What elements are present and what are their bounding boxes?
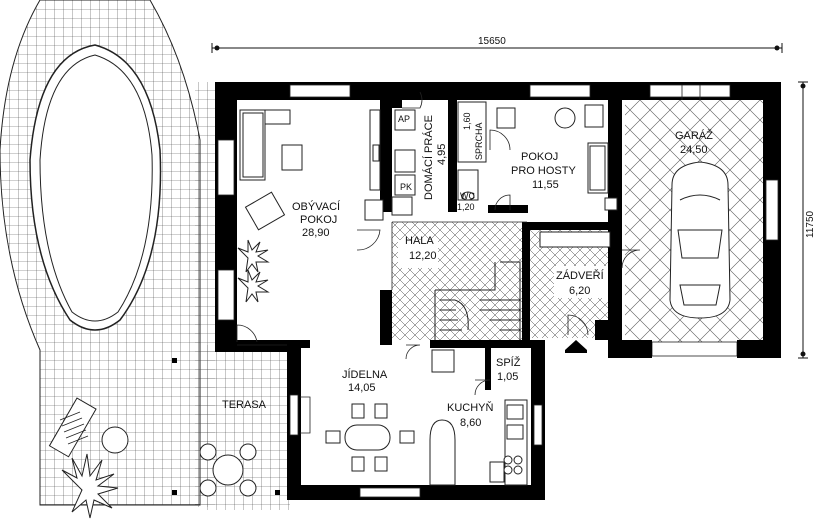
guest-room-furniture	[496, 104, 618, 211]
tv-unit	[364, 109, 384, 221]
room-name-pokoj-2: PRO HOSTY	[511, 165, 576, 177]
toilet	[457, 169, 479, 201]
room-area-garaz: 24,50	[680, 144, 708, 156]
room-area-pokoj: 11,55	[532, 179, 559, 191]
label-ap: AP	[398, 114, 410, 124]
room-area-wc: 1,20	[457, 202, 475, 212]
room-name-domaci: DOMÁCÍ PRÁCE	[422, 115, 435, 200]
room-area-spiz: 1,05	[497, 371, 518, 383]
room-name-spiz: SPÍŽ	[496, 356, 521, 369]
car-icon	[669, 161, 731, 319]
sun-lounger	[48, 397, 97, 458]
entrance-arrow-icon	[565, 340, 587, 353]
dining-table	[325, 403, 415, 472]
plant-icon-living-2	[237, 269, 270, 303]
room-name-pokoj-1: POKOJ	[521, 151, 558, 163]
pool	[29, 44, 162, 331]
armchair	[244, 191, 286, 231]
room-area-sprcha: 1,60	[462, 112, 472, 130]
terrace-posts	[172, 358, 280, 495]
room-name-wc: WC	[460, 191, 475, 201]
room-area-zadveri: 6,20	[569, 285, 590, 297]
interior-walls	[300, 100, 781, 390]
room-name-obyvaci-1: OBÝVACÍ	[292, 200, 341, 213]
side-table	[101, 426, 129, 454]
kitchen-counter	[429, 399, 528, 486]
room-name-hala: HALA	[405, 235, 434, 247]
room-name-zadveri: ZÁDVEŘÍ	[556, 269, 605, 282]
room-name-jidelna: JÍDELNA	[342, 368, 388, 381]
room-name-kuchyn: KUCHYŇ	[447, 401, 494, 414]
plant-icon-living-1	[237, 239, 270, 273]
coffee-table	[281, 144, 303, 171]
room-area-hala: 12,20	[409, 250, 437, 262]
doors	[236, 85, 701, 434]
room-area-jidelna: 14,05	[348, 382, 376, 394]
shower-cubicle	[457, 101, 487, 163]
staircase	[434, 261, 521, 340]
width-dimension: 15650	[211, 36, 783, 53]
room-area-obyvaci: 28,90	[302, 227, 330, 239]
svg-text:11750: 11750	[805, 210, 816, 238]
sofa	[239, 109, 291, 181]
wardrobe	[539, 231, 611, 248]
plant-icon	[61, 453, 119, 519]
room-area-domaci: 4,95	[436, 144, 448, 165]
room-name-obyvaci-2: POKOJ	[300, 214, 337, 226]
room-name-terasa: TERASA	[222, 399, 267, 411]
label-pk: PK	[400, 182, 412, 192]
partition-lines	[237, 221, 527, 346]
pantry-shelf	[431, 349, 455, 373]
room-name-sprcha: SPRCHA	[474, 122, 484, 160]
room-area-kuchyn: 8,60	[460, 417, 481, 429]
utility-appliances	[391, 109, 416, 216]
height-dimension: 11750	[798, 81, 816, 359]
windows	[217, 84, 779, 498]
terrace-table-set	[199, 443, 257, 497]
svg-text:15650: 15650	[478, 36, 506, 47]
room-name-garaz: GARÁŽ	[675, 129, 713, 142]
